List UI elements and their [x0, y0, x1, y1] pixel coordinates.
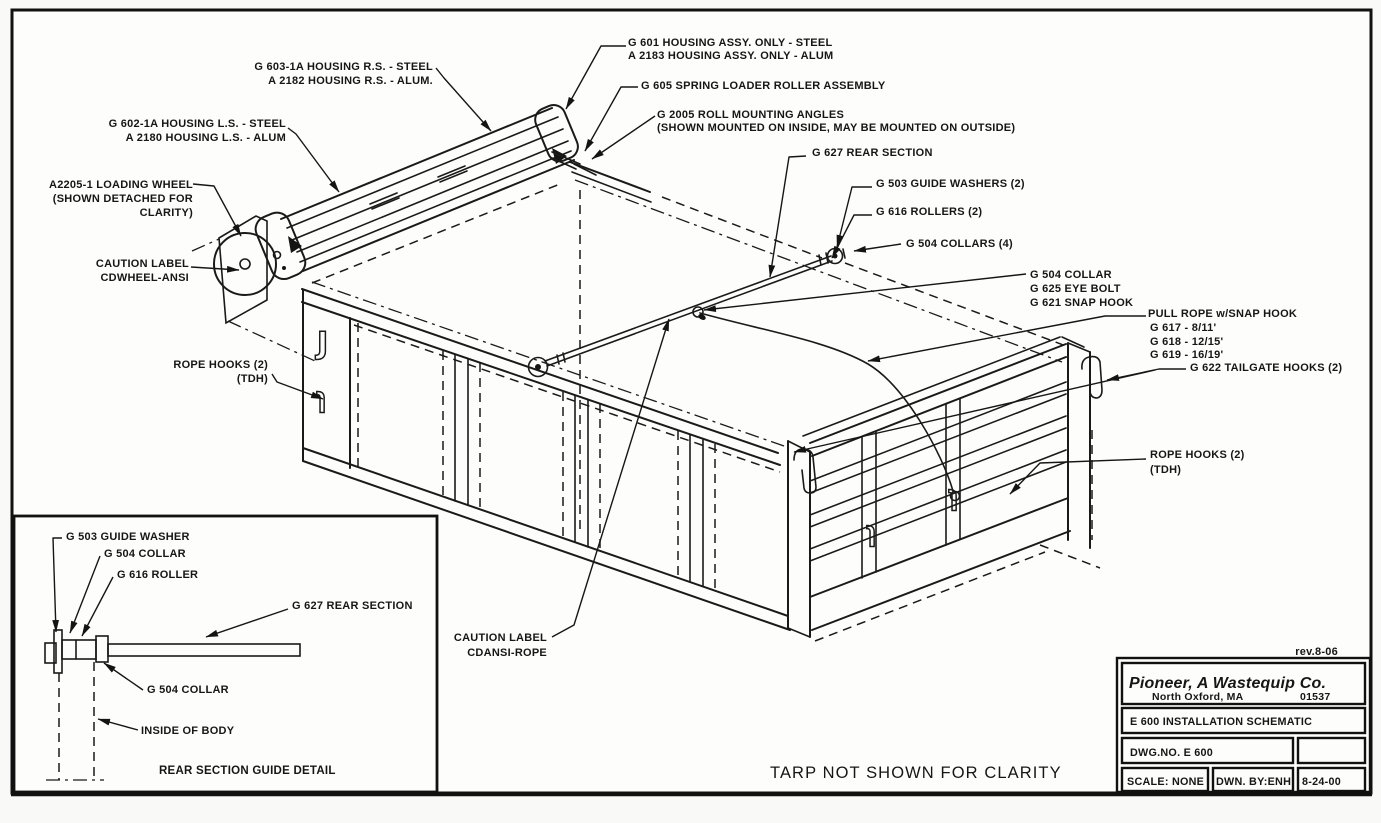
inset-rear-section-rod [107, 643, 301, 657]
svg-text:G 617 - 8/11': G 617 - 8/11' [1150, 322, 1217, 334]
body-hidden-rails [311, 161, 1101, 642]
revision-note: rev.8-06 [1295, 646, 1338, 658]
callout-rope-hooks-left: ROPE HOOKS (2) [173, 359, 268, 371]
inset-label-roller: G 616 ROLLER [117, 569, 198, 581]
loading-wheel-assembly [191, 215, 316, 362]
svg-text:A 2180 HOUSING L.S. - ALUM: A 2180 HOUSING L.S. - ALUM [126, 132, 286, 144]
svg-text:(TDH): (TDH) [237, 373, 268, 385]
inset-label-guide-washer: G 503 GUIDE WASHER [66, 531, 190, 543]
svg-text:CDANSI-ROPE: CDANSI-ROPE [467, 647, 547, 659]
pull-rope [699, 312, 961, 502]
inset-leaders [52, 537, 289, 731]
body-left-wall [301, 281, 791, 631]
svg-text:G 621 SNAP HOOK: G 621 SNAP HOOK [1030, 297, 1133, 309]
inset-label-collar-bottom: G 504 COLLAR [147, 684, 229, 696]
roller-end-left [288, 236, 302, 253]
svg-text:G 619 - 16/19': G 619 - 16/19' [1150, 349, 1224, 361]
tarp-housing-assembly [254, 104, 597, 281]
callout-g605: G 605 SPRING LOADER ROLLER ASSEMBLY [641, 80, 886, 92]
inset-label-collar-top: G 504 COLLAR [104, 548, 186, 560]
inset-end-cap [44, 642, 57, 664]
inset-border [12, 514, 439, 794]
snap-hook [949, 490, 961, 502]
callout-g616: G 616 ROLLERS (2) [876, 206, 982, 218]
callout-g603: G 603-1A HOUSING R.S. - STEEL [254, 61, 433, 73]
svg-text:G 618 - 12/15': G 618 - 12/15' [1150, 336, 1224, 348]
rope-hooks: J J J J [314, 325, 959, 550]
svg-text:G 625 EYE BOLT: G 625 EYE BOLT [1030, 283, 1121, 295]
callout-cdwheel: CAUTION LABEL [96, 258, 189, 270]
callout-cdansi: CAUTION LABEL [454, 632, 547, 644]
guide-roller-left [527, 356, 549, 378]
inset-caption: REAR SECTION GUIDE DETAIL [159, 765, 336, 777]
company-zip: 01537 [1300, 691, 1330, 703]
rope-hook-rear-1: J [866, 524, 876, 549]
callout-a2205: A2205-1 LOADING WHEEL [49, 179, 193, 191]
callout-pull-rope: PULL ROPE w/SNAP HOOK [1148, 308, 1297, 320]
svg-text:CLARITY): CLARITY) [140, 207, 193, 219]
drawn-by: DWN. BY:ENH [1216, 776, 1291, 788]
callout-g601: G 601 HOUSING ASSY. ONLY - STEEL [628, 37, 832, 49]
inset-label-inside-of-body: INSIDE OF BODY [141, 725, 235, 737]
company-name: Pioneer, A Wastequip Co. [1129, 675, 1326, 692]
callout-g627: G 627 REAR SECTION [812, 147, 933, 159]
svg-text:A 2183 HOUSING ASSY. ONLY - AL: A 2183 HOUSING ASSY. ONLY - ALUM [628, 50, 833, 62]
body-rear-wall [787, 336, 1093, 638]
rope-hook-front-lower: J [316, 390, 326, 415]
rope-hook-rear-2: J [948, 488, 958, 513]
tarp-note: TARP NOT SHOWN FOR CLARITY [770, 764, 1062, 782]
callout-hardware: G 504 COLLAR [1030, 269, 1112, 281]
inset-label-rear-section: G 627 REAR SECTION [292, 600, 413, 612]
tailgate-hook-right [1081, 355, 1103, 399]
callout-g602: G 602-1A HOUSING L.S. - STEEL [109, 118, 286, 130]
svg-text:(SHOWN DETACHED FOR: (SHOWN DETACHED FOR [53, 193, 193, 205]
company-city: North Oxford, MA [1152, 691, 1244, 703]
svg-text:(SHOWN MOUNTED ON INSIDE, MAY: (SHOWN MOUNTED ON INSIDE, MAY BE MOUNTED… [657, 122, 1015, 134]
callout-g504s: G 504 COLLARS (4) [906, 238, 1013, 250]
title-block: Pioneer, A Wastequip Co. North Oxford, M… [1115, 656, 1372, 794]
drawing-title: E 600 INSTALLATION SCHEMATIC [1130, 716, 1312, 728]
callout-rope-hooks-right: ROPE HOOKS (2) [1150, 449, 1245, 461]
svg-text:CDWHEEL-ANSI: CDWHEEL-ANSI [100, 272, 189, 284]
callout-labels: G 601 HOUSING ASSY. ONLY - STEEL A 2183 … [49, 37, 1342, 659]
eye-bolt [692, 306, 704, 318]
detail-inset: G 503 GUIDE WASHER G 504 COLLAR G 616 RO… [12, 514, 439, 794]
drawing-number: DWG.NO. E 600 [1130, 747, 1213, 759]
callout-g622: G 622 TAILGATE HOOKS (2) [1190, 362, 1342, 374]
svg-text:(TDH): (TDH) [1150, 464, 1181, 476]
drawing-date: 8-24-00 [1302, 776, 1341, 788]
rope-hook-front-upper: J [315, 326, 328, 361]
inset-labels: G 503 GUIDE WASHER G 504 COLLAR G 616 RO… [66, 531, 413, 777]
svg-text:A 2182 HOUSING R.S. - ALUM.: A 2182 HOUSING R.S. - ALUM. [268, 75, 433, 87]
callout-g503: G 503 GUIDE WASHERS (2) [876, 178, 1025, 190]
leader-lines [190, 45, 1186, 638]
dump-body-drawing: J J J J [49, 37, 1342, 659]
drawing-scale: SCALE: NONE [1127, 776, 1204, 788]
loading-wheel [213, 232, 277, 296]
callout-g2005: G 2005 ROLL MOUNTING ANGLES [657, 109, 844, 121]
